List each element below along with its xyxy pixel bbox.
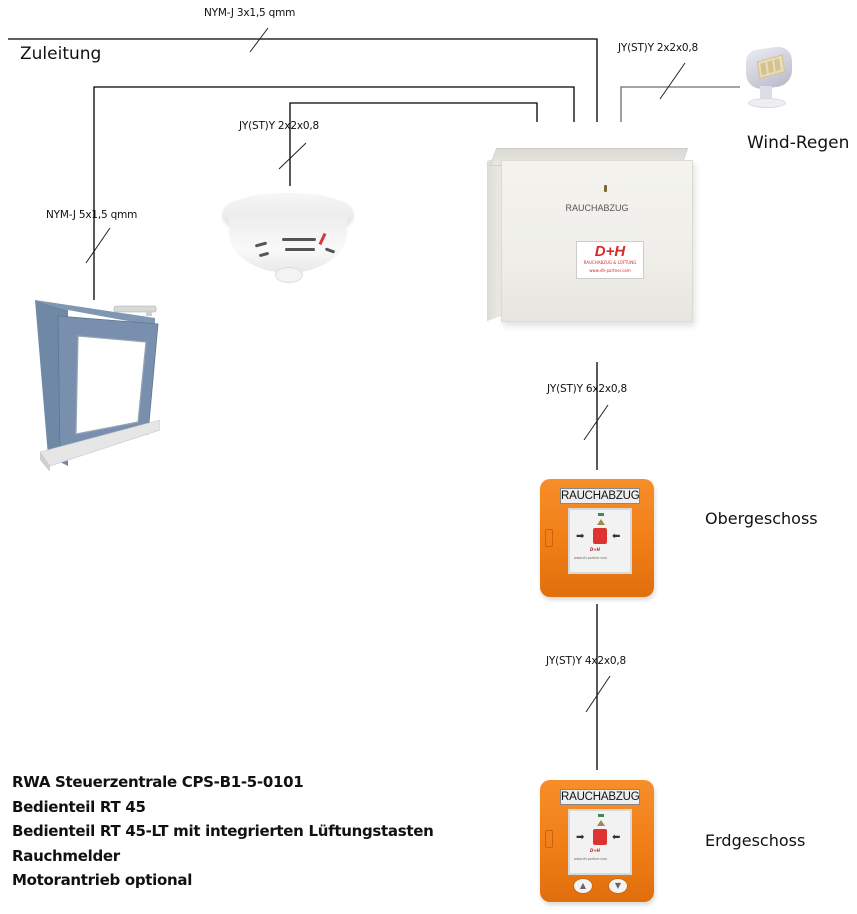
rt45-window: ➡ ⬅ D+H www.dh-partner.com	[568, 809, 632, 875]
status-led-icon	[598, 513, 604, 516]
control-unit-front: RAUCHABZUG D+H RAUCHABZUG & LÜFTUNG www.…	[501, 160, 693, 322]
arrow-right-icon: ➡	[576, 832, 585, 843]
rt45-window: ➡ ⬅ D+H www.dh-partner.com	[568, 508, 632, 574]
dh-logo-url: www.dh-partner.com	[589, 268, 631, 273]
rt45-brand: D+H	[590, 848, 601, 853]
dh-logo-text: D+H	[594, 243, 626, 260]
rt45-brand: D+H	[590, 547, 601, 552]
keyhole-icon	[604, 185, 607, 192]
smoke-detector-sensor-tip	[275, 267, 303, 283]
legend-item: Motorantrieb optional	[12, 871, 193, 889]
window-motor-cable-label: NYM-J 5x1,5 qmm	[46, 209, 138, 221]
legend-item: Bedienteil RT 45	[12, 797, 146, 816]
feed-cable-label: NYM-J 3x1,5 qmm	[204, 7, 296, 19]
ventilation-close-button[interactable]: ▼	[608, 878, 628, 894]
rt45-info: www.dh-partner.com	[574, 857, 608, 861]
feed-cable	[8, 38, 598, 122]
status-led-icon	[598, 814, 604, 817]
component-legend: RWA Steuerzentrale CPS-B1-5-0101 Bedient…	[12, 770, 434, 893]
wind-rain-label: Wind-Regen	[747, 133, 850, 153]
vent-slot	[285, 248, 315, 251]
rt45-info: www.dh-partner.com	[574, 556, 608, 560]
wind-rain-sensor-stem	[760, 86, 772, 100]
legend-item: Bedienteil RT 45-LT mit integrierten Lüf…	[12, 822, 434, 840]
window-motor-cable-tick	[85, 227, 111, 264]
upper-rt45-cable-tick	[583, 404, 609, 441]
smoke-detector-cable	[289, 102, 538, 186]
smoke-vent-button[interactable]	[593, 829, 607, 845]
warning-triangle-icon	[597, 820, 605, 826]
feed-cable-tick	[249, 27, 269, 53]
wind-rain-cable-tick	[659, 62, 686, 100]
rt45-upper-floor: RAUCHABZUG ➡ ⬅ D+H www.dh-partner.com	[540, 479, 654, 597]
wind-rain-sensor-foot	[748, 98, 786, 108]
arrow-left-icon: ⬅	[612, 531, 621, 542]
rt45-lt-ground-floor: RAUCHABZUG ➡ ⬅ D+H www.dh-partner.com ▲ …	[540, 780, 654, 902]
lower-rt45-cable-tick	[585, 675, 611, 713]
smoke-vent-button[interactable]	[593, 528, 607, 544]
window-with-motor	[30, 296, 161, 472]
wind-rain-sensor-body	[746, 44, 792, 92]
rt45-hinge	[545, 830, 553, 848]
upper-floor-label: Obergeschoss	[705, 509, 818, 528]
feed-label: Zuleitung	[20, 44, 102, 64]
control-unit-side	[487, 156, 501, 322]
legend-item: RWA Steuerzentrale CPS-B1-5-0101	[12, 773, 304, 791]
window-icon	[35, 300, 161, 472]
ground-floor-label: Erdgeschoss	[705, 831, 806, 850]
legend-item: Rauchmelder	[12, 846, 120, 865]
ventilation-open-button[interactable]: ▲	[573, 878, 593, 894]
rain-sensor-pad	[756, 54, 786, 80]
window-motor-cable	[93, 86, 575, 300]
wind-rain-cable-label: JY(ST)Y 2x2x0,8	[618, 42, 699, 54]
rt45-label: RAUCHABZUG	[560, 789, 640, 805]
rt45-label: RAUCHABZUG	[560, 488, 640, 504]
rt45-hinge	[545, 529, 553, 547]
vent-slot	[282, 238, 316, 241]
arrow-right-icon: ➡	[576, 531, 585, 542]
dh-logo-subtitle: RAUCHABZUG & LÜFTUNG	[583, 260, 637, 265]
smoke-detector-dome	[229, 215, 347, 273]
control-unit-label: RAUCHABZUG	[565, 203, 629, 213]
smoke-detector-cable-tick	[278, 142, 307, 170]
smoke-detector	[219, 183, 357, 293]
rwa-control-unit: RAUCHABZUG D+H RAUCHABZUG & LÜFTUNG www.…	[487, 146, 695, 324]
arrow-left-icon: ⬅	[612, 832, 621, 843]
lower-rt45-cable-label: JY(ST)Y 4x2x0,8	[546, 655, 627, 667]
dh-logo: D+H RAUCHABZUG & LÜFTUNG www.dh-partner.…	[576, 241, 644, 279]
wind-rain-sensor	[742, 44, 800, 110]
wind-rain-cable	[620, 86, 740, 122]
warning-triangle-icon	[597, 519, 605, 525]
smoke-detector-cable-label: JY(ST)Y 2x2x0,8	[239, 120, 320, 132]
upper-rt45-cable-label: JY(ST)Y 6x2x0,8	[547, 383, 628, 395]
